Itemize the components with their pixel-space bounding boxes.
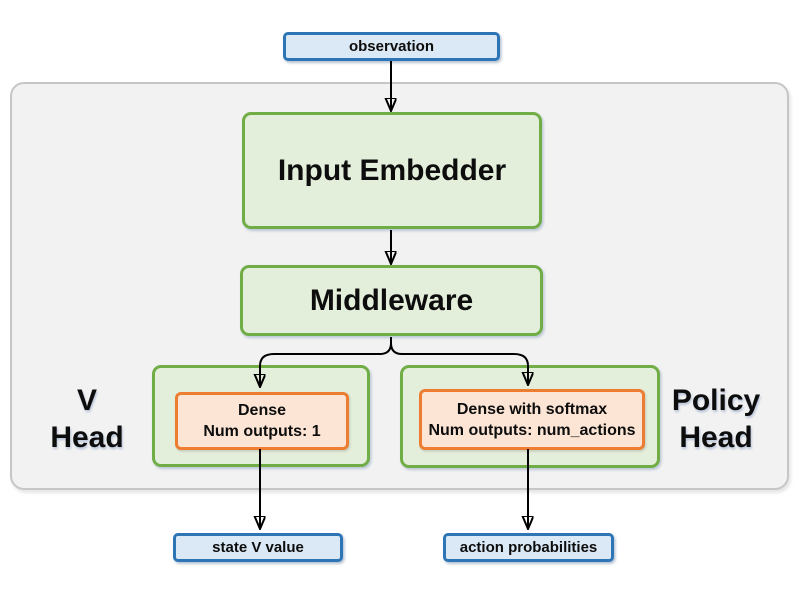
policy-dense-detail: Num outputs: num_actions <box>428 421 636 439</box>
policy-head-title: Policy Head <box>656 382 776 456</box>
policy-head-dense-node: Dense with softmax Num outputs: num_acti… <box>419 389 645 450</box>
v-head-title-line2: Head <box>50 421 124 454</box>
v-dense-title: Dense <box>237 402 287 419</box>
action-probabilities-label: action probabilities <box>459 539 598 556</box>
v-head-container: Dense Num outputs: 1 <box>152 365 370 467</box>
action-probabilities-node: action probabilities <box>443 533 614 562</box>
policy-dense-title: Dense with softmax <box>456 400 608 418</box>
input-embedder-node: Input Embedder <box>242 112 542 229</box>
state-v-value-node: state V value <box>173 533 343 562</box>
v-head-title-line1: V <box>76 384 97 417</box>
v-head-title: V Head <box>27 382 147 456</box>
middleware-node: Middleware <box>240 265 543 336</box>
policy-head-title-line1: Policy <box>671 384 761 417</box>
observation-label: observation <box>348 38 435 55</box>
v-dense-detail: Num outputs: 1 <box>203 423 321 440</box>
policy-head-container: Dense with softmax Num outputs: num_acti… <box>400 365 660 468</box>
v-head-dense-node: Dense Num outputs: 1 <box>175 392 349 450</box>
policy-head-title-line2: Head <box>679 421 753 454</box>
state-v-value-label: state V value <box>212 539 304 556</box>
input-embedder-label: Input Embedder <box>277 153 507 187</box>
observation-node: observation <box>283 32 500 61</box>
middleware-label: Middleware <box>309 283 474 317</box>
